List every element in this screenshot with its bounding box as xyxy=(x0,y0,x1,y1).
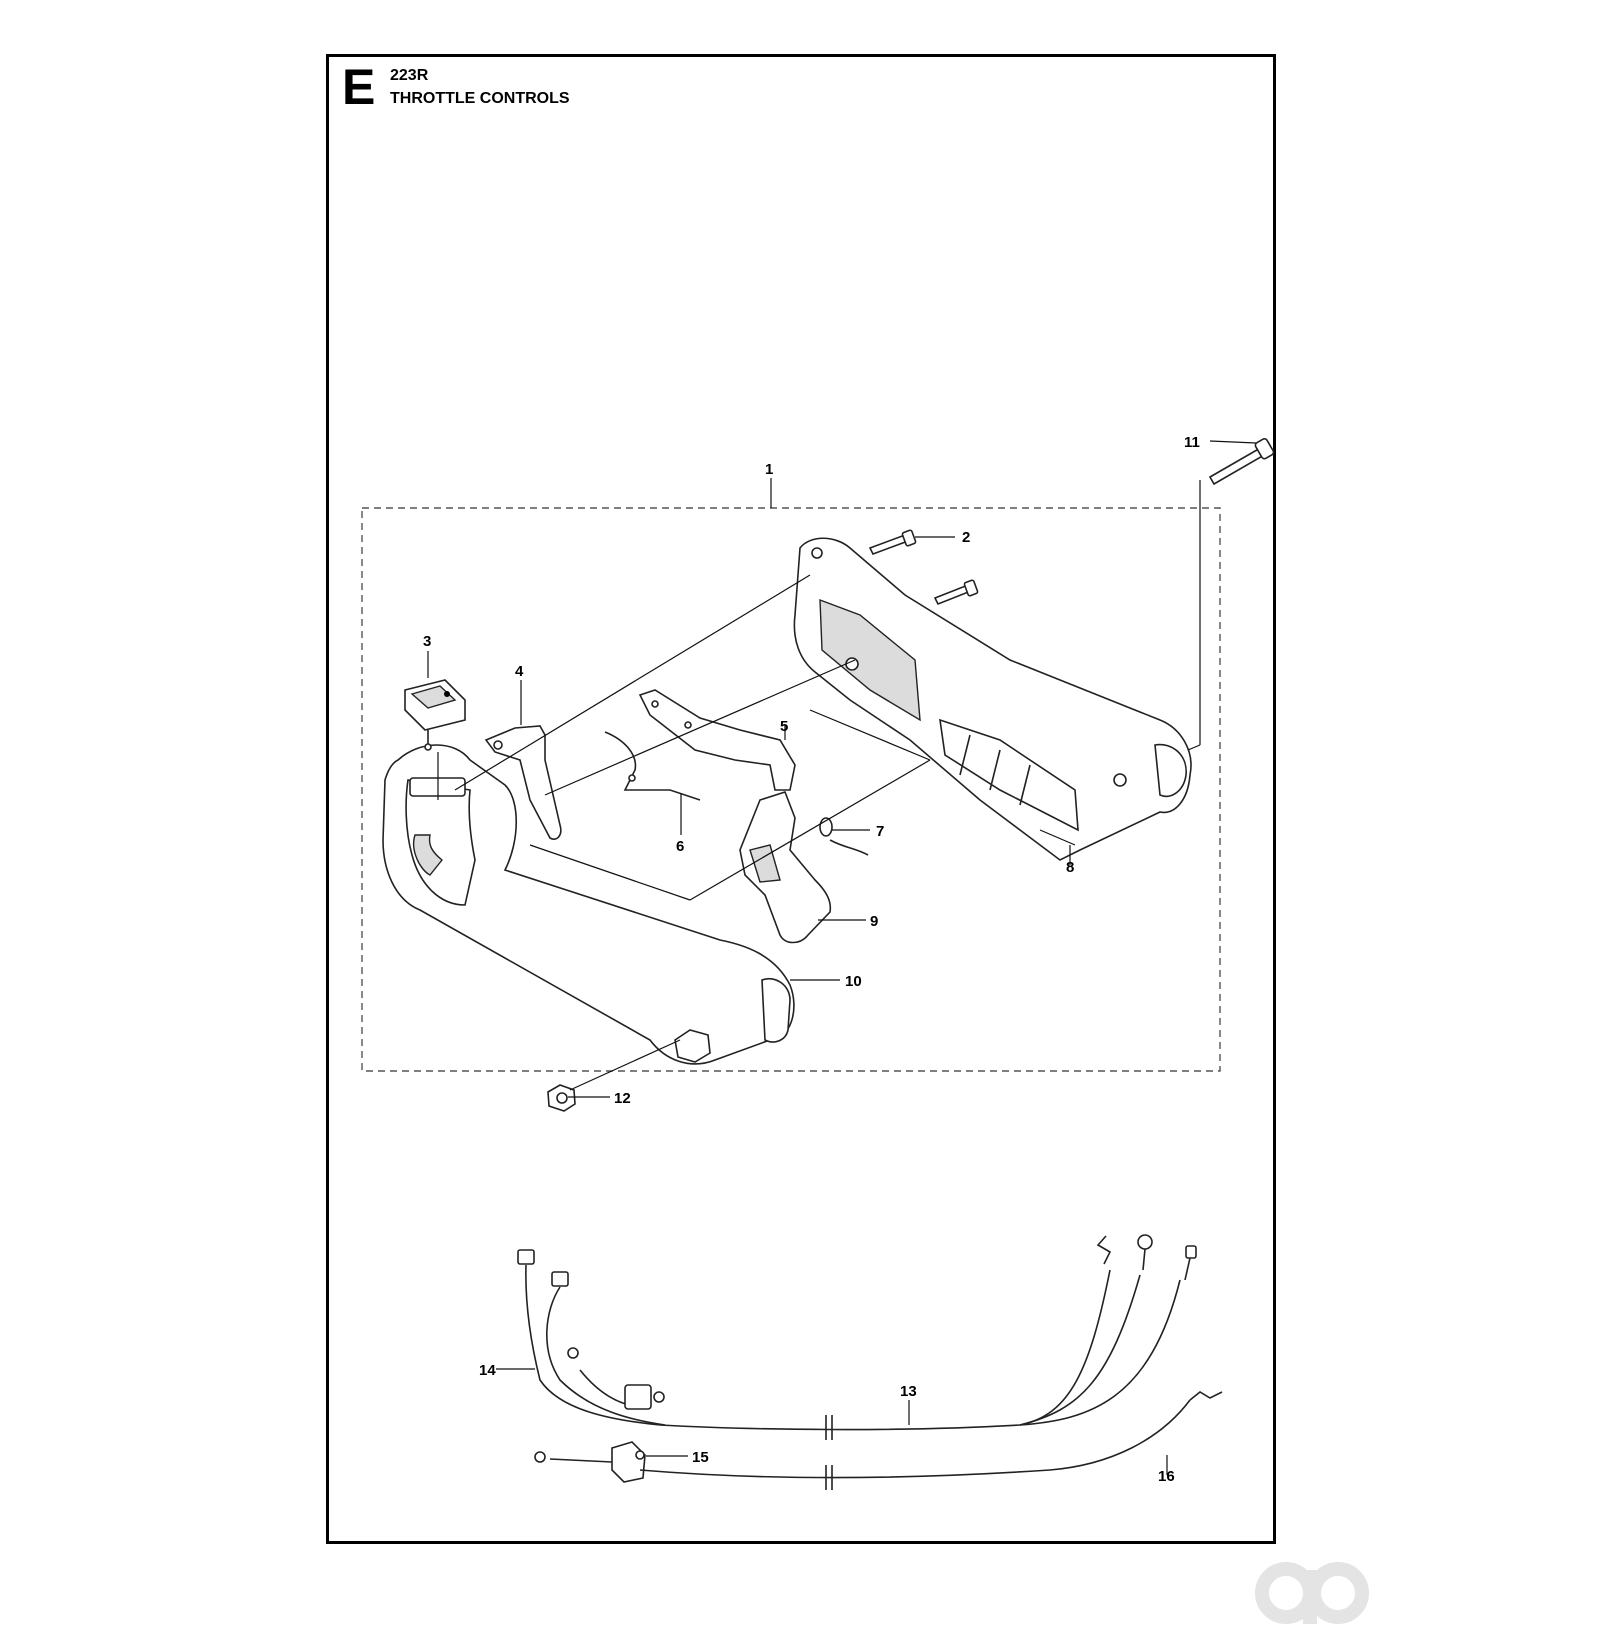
callout-3: 3 xyxy=(423,633,431,650)
part-11-bolt xyxy=(1208,438,1275,486)
callout-7: 7 xyxy=(876,823,884,840)
page-title: THROTTLE CONTROLS xyxy=(390,90,570,107)
diagram-frame xyxy=(326,54,1276,1544)
callout-16: 16 xyxy=(1158,1468,1175,1485)
callout-2: 2 xyxy=(962,529,970,546)
callout-14: 14 xyxy=(479,1362,496,1379)
callout-12: 12 xyxy=(614,1090,631,1107)
part-7-pin xyxy=(819,817,869,856)
callout-4: 4 xyxy=(515,663,524,680)
callout-8: 8 xyxy=(1066,859,1074,876)
part-5-throttle-rod xyxy=(638,689,796,791)
callout-13: 13 xyxy=(900,1383,917,1400)
model-number: 223R xyxy=(390,67,429,84)
callout-1: 1 xyxy=(765,461,773,478)
part-12-nut xyxy=(547,1084,576,1112)
callout-10: 10 xyxy=(845,973,862,990)
part-9-throttle-trigger xyxy=(739,791,832,944)
part-3-stop-switch xyxy=(404,679,466,751)
callout-11: 11 xyxy=(1184,434,1200,451)
part-8-handle-upper xyxy=(793,537,1192,861)
part-2-screw xyxy=(868,529,979,606)
part-14-ignition-cable xyxy=(517,1249,666,1426)
brand-logo-icon xyxy=(1255,1562,1369,1624)
callout-9: 9 xyxy=(870,913,878,930)
part-16-throttle-cable xyxy=(639,1391,1223,1490)
part-15-connector xyxy=(534,1441,646,1483)
part-10-handle-lower xyxy=(382,744,795,1065)
callout-15: 15 xyxy=(692,1449,709,1466)
section-letter: E xyxy=(342,59,376,115)
part-13-cable-harness xyxy=(567,1234,1197,1440)
assembly-boundary xyxy=(361,507,1221,1072)
part-4-throttle-lockout xyxy=(484,725,562,840)
callout-5: 5 xyxy=(780,718,788,735)
callout-6: 6 xyxy=(676,838,684,855)
